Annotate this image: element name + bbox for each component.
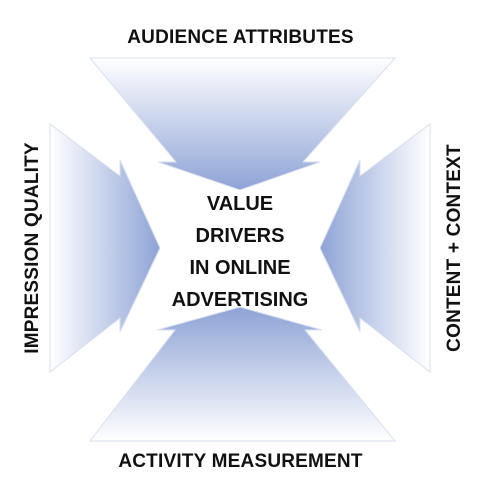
label-content-context: CONTENT + CONTEXT	[444, 144, 465, 352]
center-line-3: IN ONLINE	[189, 257, 291, 279]
center-line-2: DRIVERS	[195, 225, 285, 247]
left-arrow	[49, 123, 161, 374]
bottom-arrow	[88, 306, 397, 442]
center-title: VALUE DRIVERS IN ONLINE ADVERTISING	[140, 188, 340, 316]
center-line-4: ADVERTISING	[171, 289, 309, 311]
label-activity-measurement: ACTIVITY MEASUREMENT	[118, 451, 363, 472]
right-arrow	[319, 123, 431, 374]
label-impression-quality: IMPRESSION QUALITY	[22, 142, 43, 354]
label-audience-attributes: AUDIENCE ATTRIBUTES	[127, 27, 354, 48]
center-line-1: VALUE	[206, 193, 274, 215]
top-arrow	[88, 57, 397, 191]
